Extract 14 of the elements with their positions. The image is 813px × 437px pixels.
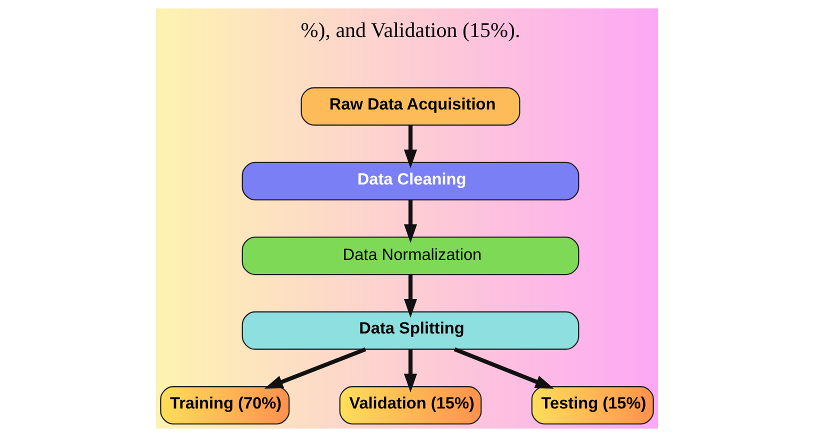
arrow [403,125,417,168]
label: %), and Validation (15%). [300,18,520,42]
node-box: Testing (15%) [530,386,654,425]
node-box: Validation (15%) [338,386,482,425]
node-box: Data Splitting [241,311,579,350]
arrow [453,347,554,389]
node-box: Data Cleaning [241,162,579,200]
arrow [403,349,417,392]
arrow [264,347,366,389]
node-box: Training (70%) [160,386,290,425]
arrow [403,274,417,318]
node-box: Raw Data Acquisition [300,87,520,126]
arrow [403,200,417,244]
node-box: Data Normalization [241,236,579,276]
